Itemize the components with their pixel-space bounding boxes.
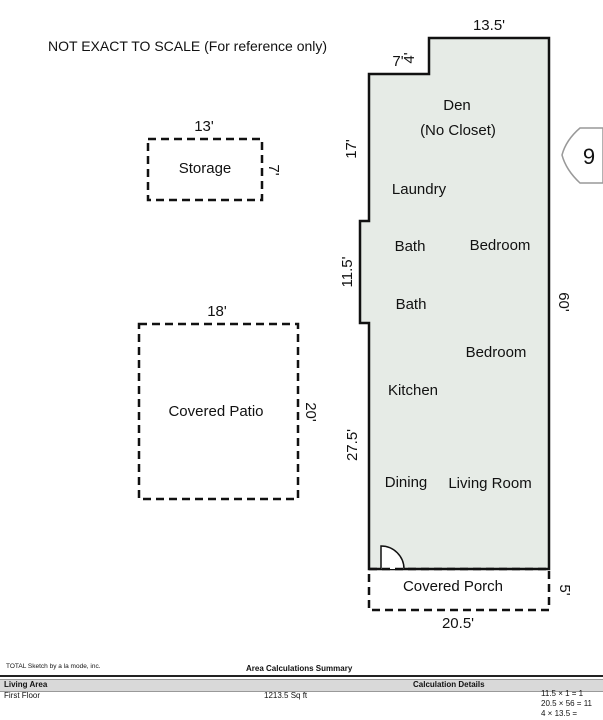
header-living-area: Living Area [4,680,48,689]
living-area-outline [358,36,551,571]
patio-width-label: 18' [207,303,227,320]
row-label: First Floor [4,691,40,700]
storage-width-label: 13' [194,118,214,135]
door-swing [380,545,405,570]
dim-left-upper: 17' [343,139,360,159]
scale-note: NOT EXACT TO SCALE (For reference only) [48,38,328,54]
summary-row-first-floor: First Floor 1213.5 Sq ft [0,691,603,701]
room-den-note: (No Closet) [420,122,496,139]
summary-header-row: Living Area Calculation Details [0,679,603,692]
room-bath-1: Bath [395,238,426,255]
room-dining: Dining [385,474,428,491]
dim-notch-width: 7' [392,53,403,70]
patio-height-label: 20' [302,402,319,422]
room-kitchen: Kitchen [388,382,438,399]
room-bedroom-1: Bedroom [470,237,531,254]
area-summary-footer: TOTAL Sketch by a la mode, inc. Area Cal… [0,660,603,720]
calc-line-1: 11.5 × 1 = 1 [541,689,584,698]
room-bedroom-2: Bedroom [466,344,527,361]
header-calc-details: Calculation Details [413,680,485,689]
porch-height-label: 5' [556,584,573,595]
summary-title: Area Calculations Summary [246,664,353,673]
dim-left-bump: 11.5' [339,256,356,287]
dim-top: 13.5' [473,17,505,34]
dim-left-lower: 27.5' [344,429,361,461]
storage-height-label: 7' [265,164,282,175]
porch-label: Covered Porch [403,578,503,595]
lot-marker-number: 9 [583,144,595,169]
porch-outline [367,567,551,612]
porch-width-label: 20.5' [442,615,474,632]
patio-outline [137,322,300,501]
room-den: Den [443,97,471,114]
calc-line-2: 20.5 × 56 = 11 [541,699,593,708]
summary-divider [0,675,603,677]
room-living: Living Room [448,475,531,492]
row-area-value: 1213.5 Sq ft [264,691,308,700]
calc-line-3: 4 × 13.5 = [541,709,578,718]
storage-outline [146,137,264,202]
patio-label: Covered Patio [168,403,263,420]
room-laundry: Laundry [392,181,447,198]
storage-label: Storage [179,160,232,177]
dim-notch-height: 4' [401,52,418,63]
dim-right: 60' [555,292,572,312]
software-brand: TOTAL Sketch by a la mode, inc. [6,663,101,670]
room-bath-2: Bath [396,296,427,313]
lot-marker-shape [561,127,603,184]
